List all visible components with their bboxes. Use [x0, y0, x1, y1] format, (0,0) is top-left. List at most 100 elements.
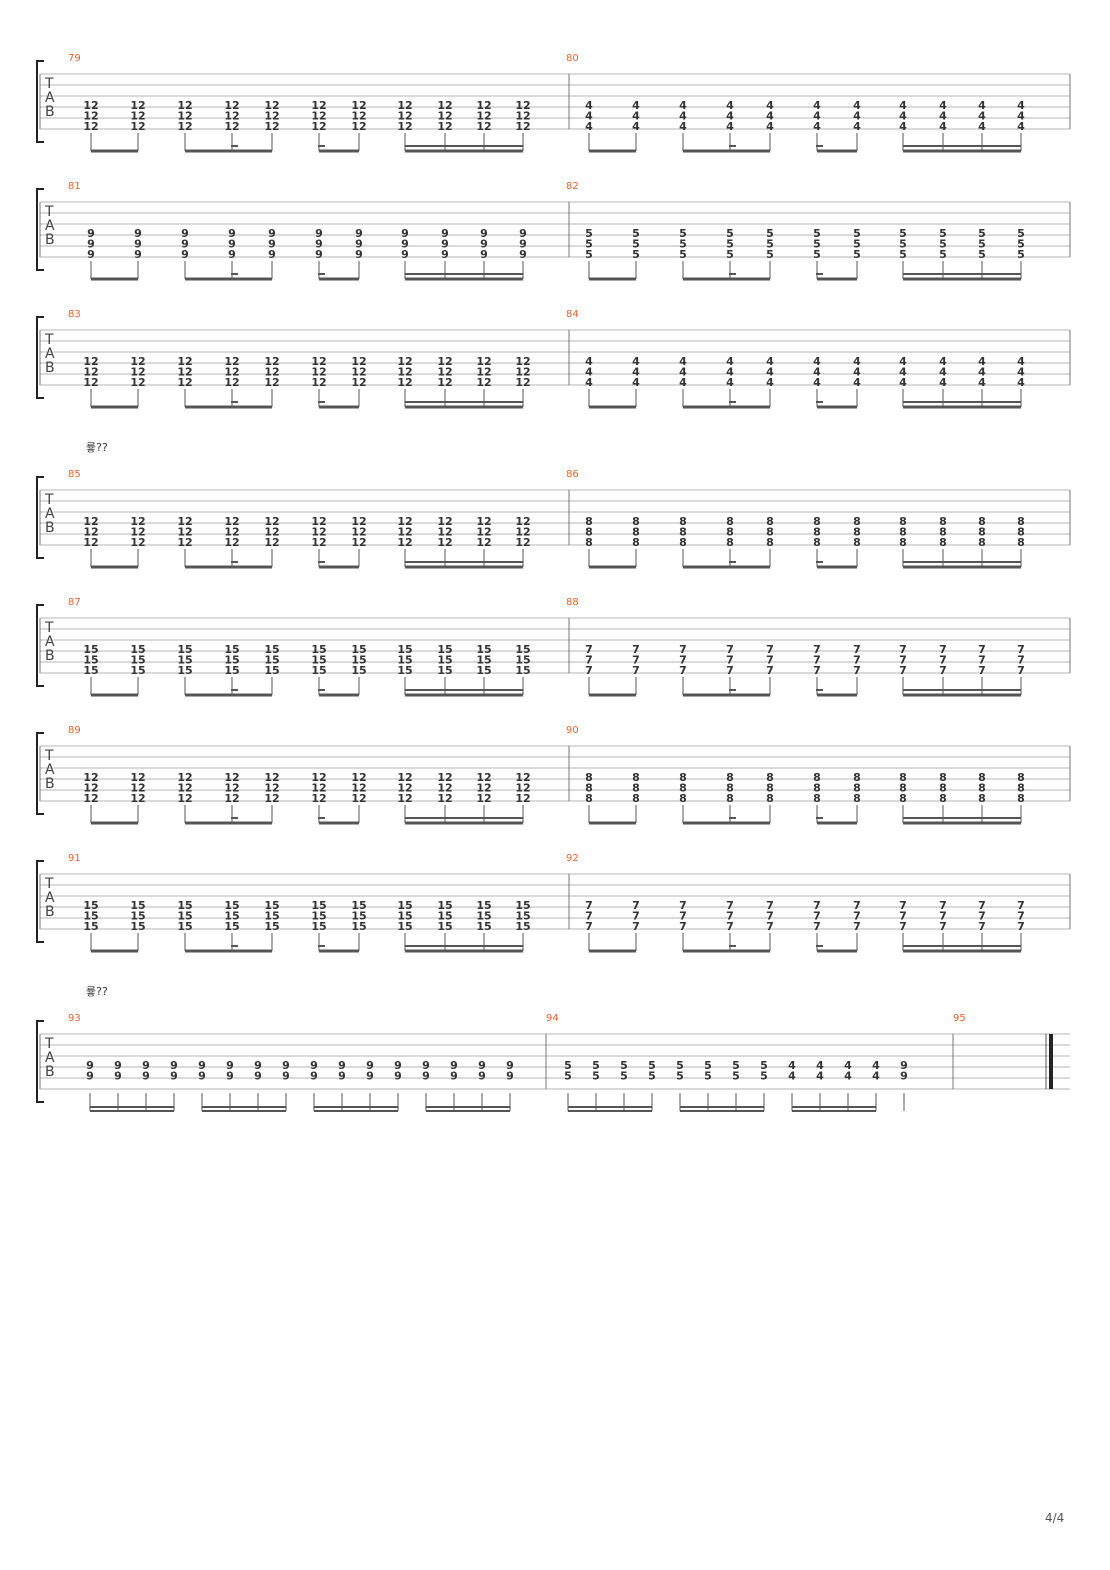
fret-number: 7: [726, 920, 734, 933]
fret-number: 4: [726, 366, 734, 379]
fret-number: 4: [679, 376, 687, 389]
fret-number: 5: [813, 248, 821, 261]
fret-number: 7: [1017, 910, 1025, 923]
fret-number: 9: [310, 1059, 318, 1072]
tab-clef-letter: B: [45, 232, 55, 248]
fret-number: 9: [401, 238, 409, 251]
fret-number: 9: [226, 1070, 234, 1083]
fret-number: 12: [437, 110, 452, 123]
fret-number: 8: [726, 515, 734, 528]
fret-number: 7: [853, 654, 861, 667]
fret-number: 9: [181, 227, 189, 240]
fret-number: 12: [351, 526, 366, 539]
fret-number: 4: [813, 355, 821, 368]
fret-number: 12: [224, 771, 239, 784]
fret-number: 12: [515, 515, 530, 528]
fret-number: 15: [264, 899, 279, 912]
fret-number: 12: [351, 515, 366, 528]
measure-number: 83: [68, 309, 81, 320]
fret-number: 15: [397, 920, 412, 933]
fret-number: 15: [476, 643, 491, 656]
fret-number: 12: [264, 366, 279, 379]
fret-number: 12: [130, 526, 145, 539]
fret-number: 15: [224, 643, 239, 656]
fret-number: 8: [632, 536, 640, 549]
fret-number: 7: [766, 920, 774, 933]
fret-number: 4: [679, 355, 687, 368]
fret-number: 12: [224, 536, 239, 549]
fret-number: 8: [978, 771, 986, 784]
fret-number: 12: [311, 366, 326, 379]
fret-number: 4: [788, 1059, 796, 1072]
fret-number: 15: [437, 664, 452, 677]
fret-number: 9: [422, 1059, 430, 1072]
fret-number: 8: [978, 792, 986, 805]
fret-number: 4: [978, 366, 986, 379]
fret-number: 7: [939, 643, 947, 656]
fret-number: 4: [726, 376, 734, 389]
fret-number: 12: [83, 376, 98, 389]
fret-number: 8: [978, 782, 986, 795]
fret-number: 15: [437, 643, 452, 656]
fret-number: 15: [130, 910, 145, 923]
fret-number: 7: [679, 920, 687, 933]
fret-number: 8: [899, 792, 907, 805]
fret-number: 9: [170, 1059, 178, 1072]
tab-clef-letter: T: [44, 1036, 54, 1052]
fret-number: 12: [515, 526, 530, 539]
fret-number: 15: [177, 910, 192, 923]
fret-number: 7: [899, 664, 907, 677]
fret-number: 5: [632, 248, 640, 261]
fret-number: 12: [515, 376, 530, 389]
fret-number: 9: [441, 227, 449, 240]
fret-number: 4: [766, 366, 774, 379]
fret-number: 12: [437, 526, 452, 539]
fret-number: 5: [1017, 248, 1025, 261]
fret-number: 9: [441, 238, 449, 251]
fret-number: 12: [476, 120, 491, 133]
fret-number: 4: [632, 99, 640, 112]
fret-number: 12: [437, 771, 452, 784]
fret-number: 12: [130, 355, 145, 368]
page-number: 4/4: [1045, 1511, 1064, 1525]
fret-number: 9: [134, 238, 142, 251]
fret-number: 4: [766, 376, 774, 389]
measure-number: 79: [68, 53, 81, 64]
fret-number: 5: [704, 1070, 712, 1083]
system-bracket: [36, 60, 44, 143]
fret-number: 7: [813, 664, 821, 677]
system-bracket: [36, 860, 44, 943]
fret-number: 9: [282, 1070, 290, 1083]
tab-clef-letter: B: [45, 776, 55, 792]
fret-number: 7: [726, 899, 734, 912]
fret-number: 15: [437, 899, 452, 912]
fret-number: 4: [899, 355, 907, 368]
fret-number: 12: [177, 782, 192, 795]
fret-number: 15: [83, 910, 98, 923]
fret-number: 12: [515, 782, 530, 795]
fret-number: 7: [1017, 643, 1025, 656]
fret-number: 7: [939, 920, 947, 933]
measure-number: 93: [68, 1013, 81, 1024]
fret-number: 4: [939, 366, 947, 379]
fret-number: 9: [315, 227, 323, 240]
fret-number: 15: [311, 920, 326, 933]
fret-number: 5: [853, 227, 861, 240]
measure-number: 89: [68, 725, 81, 736]
fret-number: 5: [585, 238, 593, 251]
fret-number: 8: [813, 771, 821, 784]
fret-number: 15: [515, 910, 530, 923]
fret-number: 5: [585, 227, 593, 240]
fret-number: 12: [397, 526, 412, 539]
fret-number: 9: [254, 1059, 262, 1072]
fret-number: 12: [476, 110, 491, 123]
fret-number: 4: [899, 120, 907, 133]
fret-number: 9: [401, 248, 409, 261]
fret-number: 7: [899, 920, 907, 933]
fret-number: 5: [620, 1070, 628, 1083]
tab-clef-letter: B: [45, 648, 55, 664]
fret-number: 8: [766, 771, 774, 784]
fret-number: 4: [899, 376, 907, 389]
fret-number: 8: [939, 771, 947, 784]
fret-number: 15: [83, 899, 98, 912]
